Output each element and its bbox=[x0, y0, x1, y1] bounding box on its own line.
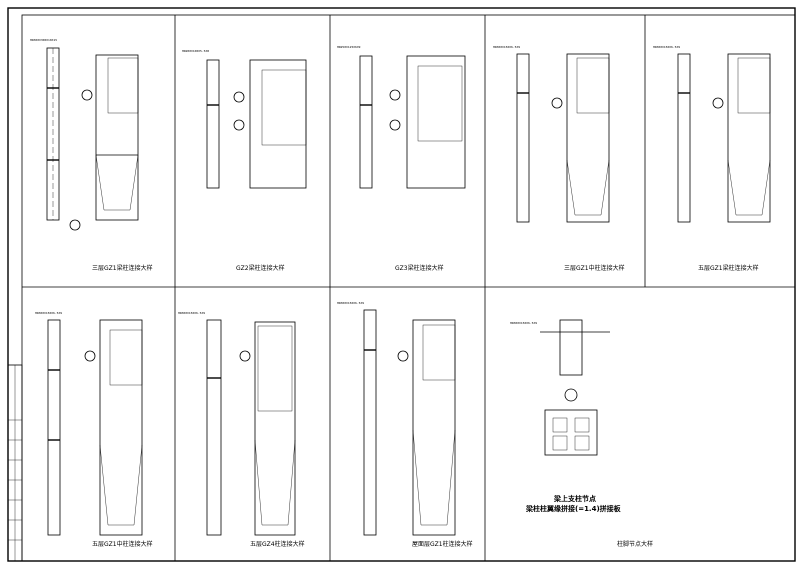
svg-text:HN300X150X6.5X9: HN300X150X6.5X9 bbox=[178, 311, 205, 315]
svg-text:HN300X150X6.5X9: HN300X150X6.5X9 bbox=[35, 311, 62, 315]
svg-text:HN200X100X5.5X8: HN200X100X5.5X8 bbox=[182, 49, 209, 53]
svg-text:HN300X150X6.5X9: HN300X150X6.5X9 bbox=[493, 45, 520, 49]
panel-5: HN300X150X6.5X9 五层GZ1梁柱连接大样 bbox=[653, 45, 771, 272]
panel-6: HN300X150X6.5X9 五层GZ1中柱连接大样 bbox=[35, 311, 153, 548]
panel-3-caption: GZ3梁柱连接大样 bbox=[395, 264, 444, 272]
panel-3: HN250X125X6X9 GZ3梁柱连接大样 bbox=[337, 45, 466, 272]
panel-1: HN300X300X10X15 三层GZ1梁柱连接大样 bbox=[30, 38, 153, 272]
panel-1-caption: 三层GZ1梁柱连接大样 bbox=[92, 264, 153, 272]
svg-text:HN300X300X10X15: HN300X300X10X15 bbox=[30, 38, 57, 42]
panel-5-caption: 五层GZ1梁柱连接大样 bbox=[698, 264, 759, 272]
node-detail-subtitle: 梁柱柱翼缘拼接(=1.4)拼接板 bbox=[525, 504, 622, 513]
panel-8: HN300X150X6.5X9 屋面层GZ1柱连接大样 bbox=[337, 301, 473, 548]
panel-6-caption: 五层GZ1中柱连接大样 bbox=[92, 540, 153, 548]
svg-text:HN250X125X6X9: HN250X125X6X9 bbox=[337, 45, 361, 49]
node-detail-title: 梁上支柱节点 bbox=[553, 494, 596, 503]
panel-2: HN200X100X5.5X8 GZ2梁柱连接大样 bbox=[182, 49, 307, 272]
panel-7: HN300X150X6.5X9 五层GZ4柱连接大样 bbox=[178, 311, 305, 548]
svg-text:HN300X150X6.5X9: HN300X150X6.5X9 bbox=[337, 301, 364, 305]
panel-grid bbox=[21, 14, 796, 562]
panel-7-caption: 五层GZ4柱连接大样 bbox=[250, 540, 305, 548]
panel-9-caption: 柱脚节点大样 bbox=[617, 540, 653, 548]
svg-text:HN300X150X6.5X9: HN300X150X6.5X9 bbox=[510, 321, 537, 325]
panel-4: HN300X150X6.5X9 三层GZ1中柱连接大样 bbox=[493, 45, 625, 272]
panel-9: HN300X150X6.5X9 梁上支柱节点 梁柱柱翼缘拼接(=1.4)拼接板 … bbox=[510, 319, 653, 548]
title-block bbox=[7, 364, 23, 562]
svg-text:HN300X150X6.5X9: HN300X150X6.5X9 bbox=[653, 45, 680, 49]
panel-4-caption: 三层GZ1中柱连接大样 bbox=[564, 264, 625, 272]
panel-2-caption: GZ2梁柱连接大样 bbox=[236, 264, 285, 272]
panel-8-caption: 屋面层GZ1柱连接大样 bbox=[412, 540, 473, 548]
sheet-border bbox=[7, 7, 796, 562]
